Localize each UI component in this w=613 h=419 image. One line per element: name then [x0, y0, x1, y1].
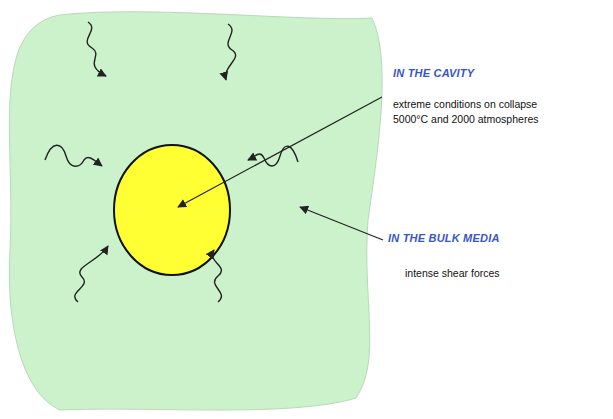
note-text: intense shear forces [405, 266, 595, 281]
wave-arrow [45, 145, 102, 166]
leader-line [178, 97, 382, 207]
bulk-medium [9, 12, 382, 410]
wave-arrow [226, 24, 236, 80]
section-heading: IN THE CAVITY [393, 67, 593, 79]
wave-arrow [75, 246, 108, 302]
wave-arrow [87, 22, 106, 76]
wave-arrow [212, 250, 221, 302]
note-text: extreme conditions on collapse 5000°C an… [393, 97, 569, 127]
leader-line [300, 207, 383, 240]
section-heading: IN THE BULK MEDIA [388, 232, 598, 244]
